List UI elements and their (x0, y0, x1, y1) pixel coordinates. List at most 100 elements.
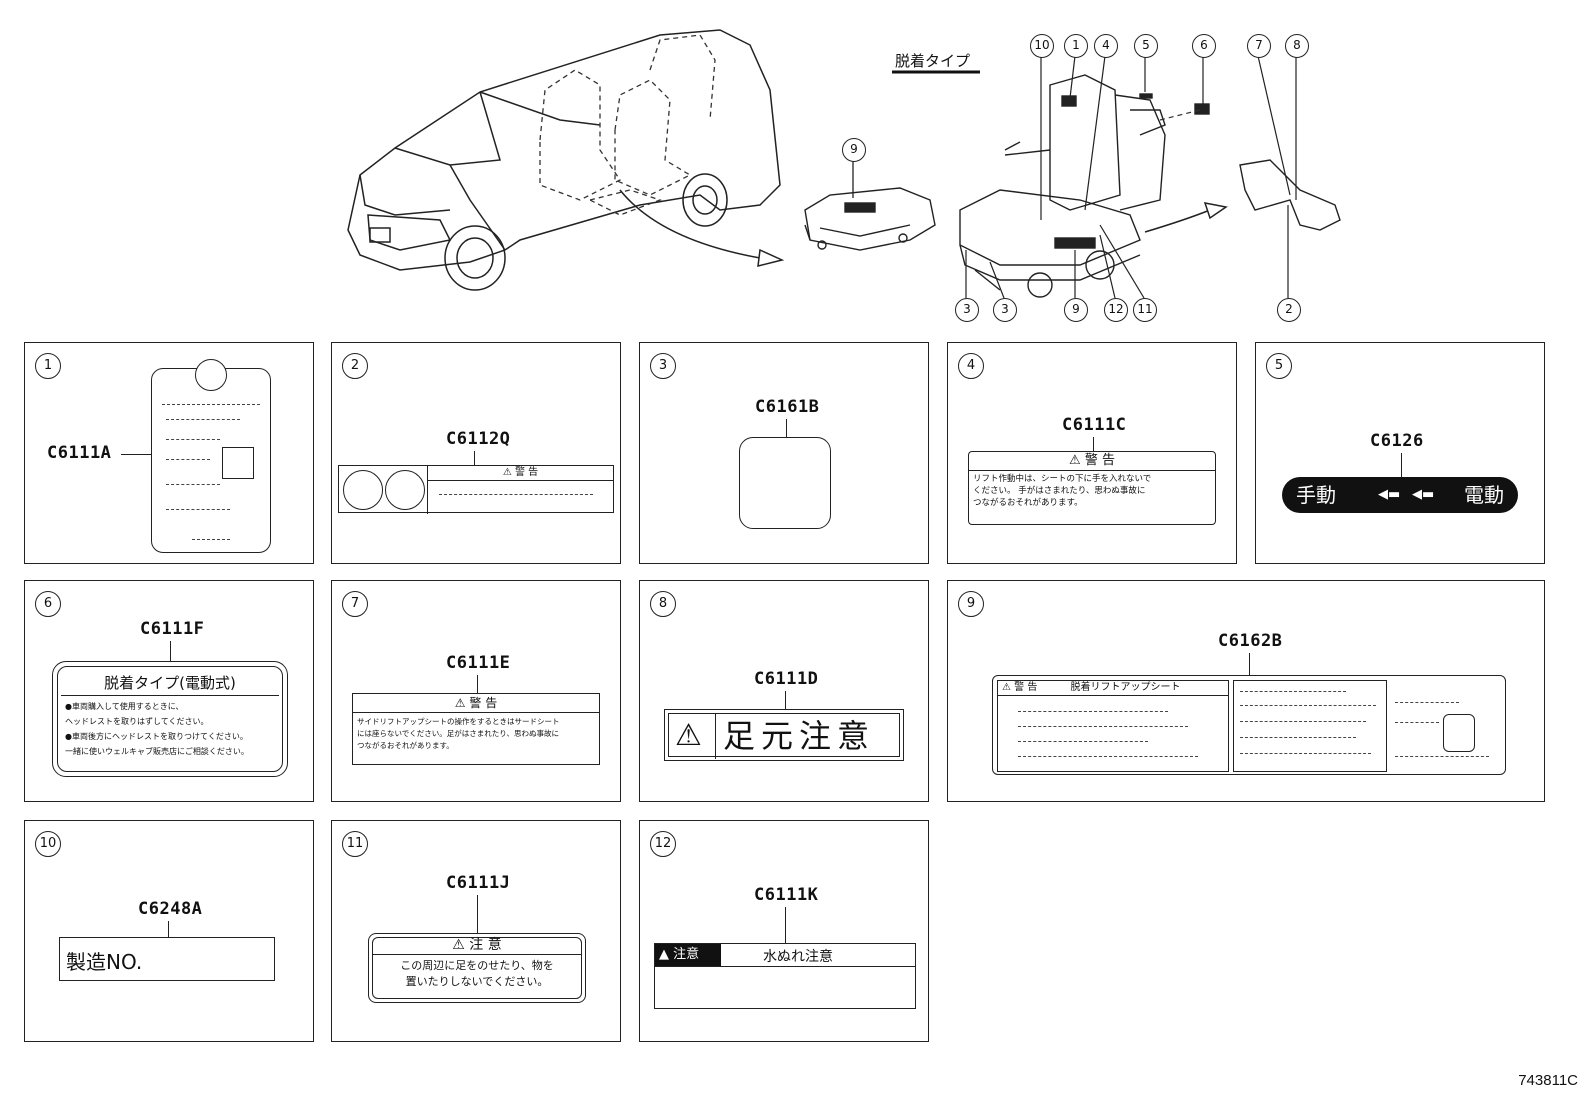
manual-electric-label: 手動 ◀▬ ◀▬ 電動 (1282, 477, 1518, 513)
overview-callout: 8 (1285, 34, 1309, 58)
caution-badge: 注意 (673, 947, 700, 962)
overview-callout: 5 (1134, 34, 1158, 58)
panel-number: 6 (35, 591, 61, 617)
overview-callout: 2 (1277, 298, 1301, 322)
warning-text-line: リフト作動中は、シートの下に手を入れないで (973, 474, 1152, 484)
overview-heading: 脱着タイプ (895, 52, 971, 70)
part-code: C6111F (140, 619, 205, 639)
diagram-id: 743811C (1518, 1072, 1578, 1089)
warning-heading: 注 意 (469, 937, 502, 953)
panel-number: 11 (342, 831, 368, 857)
electric-label: 電動 (1464, 483, 1504, 507)
warning-triangle-icon: ⚠ (452, 937, 470, 953)
panel-10: 10 C6248A 製造NO. (24, 820, 314, 1042)
label-title: 脱着リフトアップシート (1070, 682, 1181, 693)
hang-tag-label (151, 359, 271, 553)
label-text-line: ヘッドレストを取りはずしてください。 (65, 717, 209, 726)
arrow-right-icon: ◀▬ (1412, 487, 1435, 502)
warning-label-c6111c: ⚠ 警 告 リフト作動中は、シートの下に手を入れないで ください。 手がはさまれ… (968, 451, 1216, 525)
vehicle-outline (347, 29, 781, 291)
panel-7: 7 C6111E ⚠ 警 告 サイドリフトアップシートの操作をするときはサードシ… (331, 580, 621, 802)
warning-text-line: ください。 手がはさまれたり、思わぬ事故に (973, 486, 1146, 496)
panel-9: 9 C6162B ⚠ 警 告 脱着リフトアップシート (947, 580, 1545, 802)
removable-type-label: 脱着タイプ(電動式) ●車両購入して使用するときに、 ヘッドレストを取りはずして… (52, 661, 288, 777)
trim-part (1239, 159, 1341, 231)
warning-text-line: には座らないでください。足がはさまれたり、思わぬ事故に (357, 729, 559, 738)
warning-label-c6111e: ⚠ 警 告 サイドリフトアップシートの操作をするときはサードシート には座らない… (352, 693, 600, 765)
overview-callout: 6 (1192, 34, 1216, 58)
panel-number: 8 (650, 591, 676, 617)
warning-triangle-icon: ⚠ (502, 467, 515, 478)
panel-number: 3 (650, 353, 676, 379)
warning-heading: 警 告 (514, 467, 539, 478)
part-code: C6161B (755, 397, 820, 417)
watch-step-label: ⚠ 足元注意 (664, 709, 904, 761)
part-code: C6126 (1370, 431, 1424, 451)
part-code: C6111A (47, 443, 112, 463)
panel-number: 2 (342, 353, 368, 379)
warning-triangle-icon: ⚠ (1002, 682, 1011, 693)
label-text: 製造NO. (66, 950, 143, 974)
panel-2: 2 C6112Q ⚠ 警 告 (331, 342, 621, 564)
overview-callout: 3 (993, 298, 1017, 322)
panel-number: 7 (342, 591, 368, 617)
manual-label: 手動 (1296, 483, 1336, 507)
warning-triangle-icon: ⚠ (675, 718, 702, 753)
warning-label-c6112q: ⚠ 警 告 (338, 465, 614, 514)
warning-heading: 警 告 (469, 696, 498, 710)
label-text: 足元注意 (723, 717, 876, 755)
panel-6: 6 C6111F 脱着タイプ(電動式) ●車両購入して使用するときに、 ヘッドレ… (24, 580, 314, 802)
arrow-right-icon: ◀▬ (1378, 487, 1401, 502)
blank-label-c6161b (739, 437, 831, 529)
panel-number: 9 (958, 591, 984, 617)
warning-heading: 警 告 (1084, 453, 1115, 468)
label-text-line: 一緒に使いウェルキャブ販売店にご相談ください。 (65, 747, 249, 756)
overview-illustration (347, 29, 1341, 299)
panel-number: 4 (958, 353, 984, 379)
vehicle-seats-dashed (539, 34, 716, 216)
overview-callout: 9 (842, 138, 866, 162)
panel-8: 8 C6111D ⚠ 足元注意 (639, 580, 929, 802)
caution-text-line: この周辺に足をのせたり、物を (400, 959, 554, 972)
warning-triangle-icon: ⚠ (454, 696, 470, 710)
panel-11: 11 C6111J ⚠ 注 意 この周辺に足をのせたり、物を 置いたりしないでく… (331, 820, 621, 1042)
label-text: 水ぬれ注意 (763, 949, 833, 965)
overview-callout: 4 (1094, 34, 1118, 58)
panel-5: 5 C6126 手動 ◀▬ ◀▬ 電動 (1255, 342, 1545, 564)
panel-4: 4 C6111C ⚠ 警 告 リフト作動中は、シートの下に手を入れないで くださ… (947, 342, 1237, 564)
seat-base-part-9 (804, 187, 936, 251)
caution-label-c6111j: ⚠ 注 意 この周辺に足をのせたり、物を 置いたりしないでください。 (368, 933, 586, 1003)
overview-callout: 7 (1247, 34, 1271, 58)
overview-callout: 3 (955, 298, 979, 322)
label-text-line: ●車両後方にヘッドレストを取りつけてください。 (65, 732, 248, 741)
warning-triangle-icon: ▲ (659, 947, 669, 962)
part-code: C6162B (1218, 631, 1283, 651)
warning-heading: 警 告 (1014, 682, 1038, 693)
warning-text-line: つながるおそれがあります。 (973, 498, 1083, 508)
warning-text-line: サイドリフトアップシートの操作をするときはサードシート (357, 717, 560, 726)
label-text-line: ●車両購入して使用するときに、 (65, 702, 184, 711)
panel-3: 3 C6161B (639, 342, 929, 564)
panel-number: 12 (650, 831, 676, 857)
overview-callout: 10 (1030, 34, 1054, 58)
part-code: C6112Q (446, 429, 511, 449)
part-code: C6111E (446, 653, 511, 673)
water-caution-label: ▲ 注意 水ぬれ注意 (654, 943, 916, 1009)
panel-number: 5 (1266, 353, 1292, 379)
arrowhead-icon (1203, 202, 1228, 220)
panel-number: 1 (35, 353, 61, 379)
part-code: C6111J (446, 873, 511, 893)
arrow-to-part-9 (619, 189, 761, 259)
warning-triangle-icon: ⚠ (1069, 453, 1085, 468)
label-title: 脱着タイプ(電動式) (61, 672, 279, 696)
serial-number-label: 製造NO. (59, 937, 275, 981)
arrowhead-icon (757, 248, 785, 267)
overview-callout: 11 (1133, 298, 1157, 322)
lift-seat-warning-label: ⚠ 警 告 脱着リフトアップシート (992, 675, 1506, 775)
warning-text-line: つながるおそれがあります。 (357, 741, 454, 750)
part-code: C6111D (754, 669, 819, 689)
part-code: C6248A (138, 899, 203, 919)
panel-number: 10 (35, 831, 61, 857)
part-code: C6111K (754, 885, 819, 905)
overview-callout: 1 (1064, 34, 1088, 58)
